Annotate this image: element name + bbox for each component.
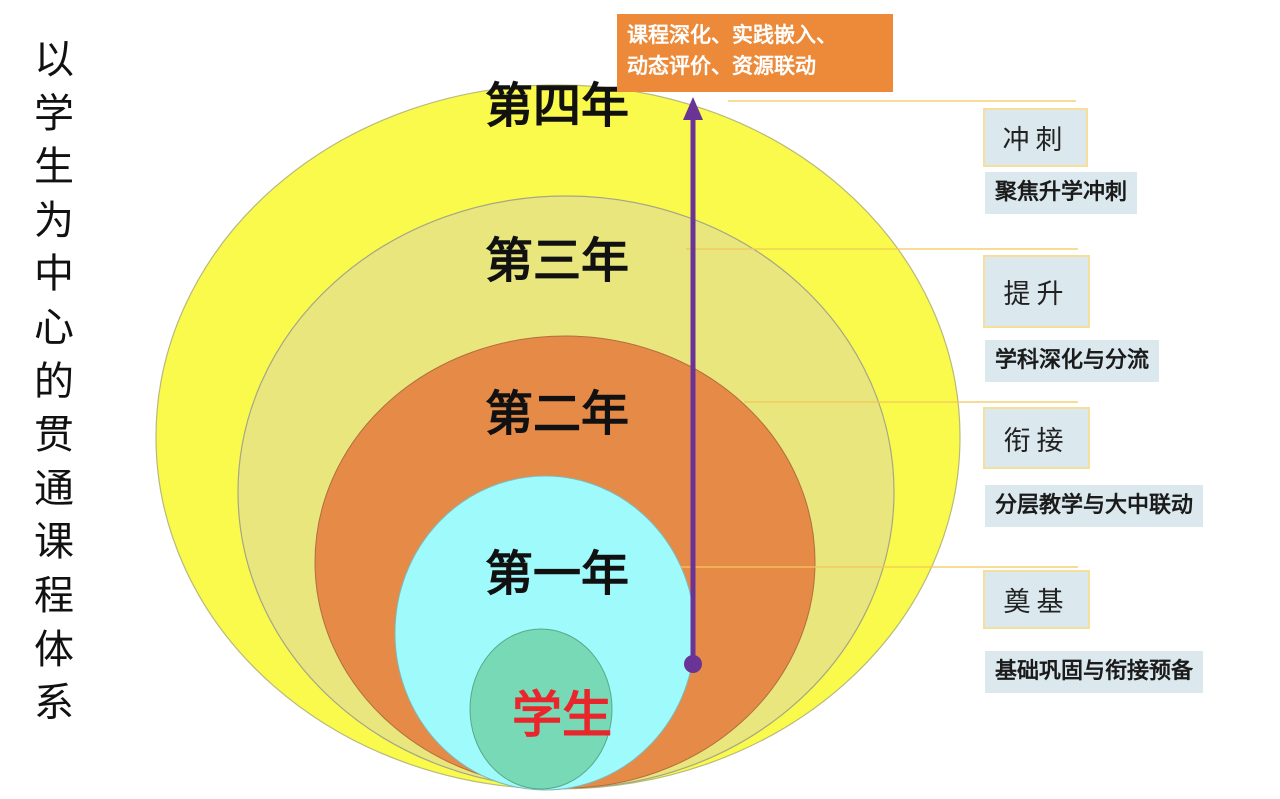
stage-tag-improve: 提升 [983,255,1090,328]
year-label-4: 第四年 [485,78,629,134]
year-label-1: 第一年 [485,546,629,602]
stage-desc-foundation: 基础巩固与衔接预备 [985,651,1204,693]
year-label-2: 第二年 [485,386,629,442]
year-label-3: 第三年 [485,233,629,289]
student-core [469,628,613,790]
vertical-title: 以学生为中心的贯通课程体系 [34,37,74,727]
growth-arrow-head [683,97,703,120]
stage-tag-connect: 衔接 [983,407,1090,469]
stage-tag-foundation: 奠基 [983,570,1090,629]
stage-desc-improve: 学科深化与分流 [985,340,1160,382]
growth-arrow-origin-dot [684,655,702,673]
top-summary-box: 课程深化、实践嵌入、 动态评价、资源联动 [617,14,893,92]
student-label: 学生 [512,686,612,744]
stage-desc-connect: 分层教学与大中联动 [985,485,1204,527]
stage-tag-sprint: 冲刺 [983,108,1088,167]
stage-desc-sprint: 聚焦升学冲刺 [985,172,1138,214]
